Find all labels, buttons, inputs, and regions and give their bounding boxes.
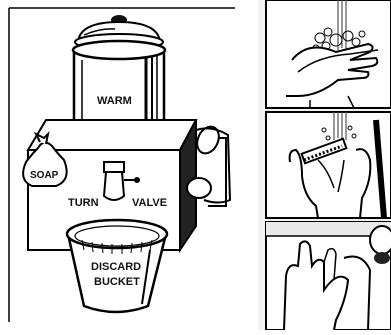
- scrub-nails-panel: [266, 112, 391, 218]
- valve-label: VALVE: [132, 197, 167, 209]
- bucket-label-line2: BUCKET: [94, 276, 140, 288]
- soap-label: SOAP: [30, 170, 59, 181]
- rinse-hands-panel: [266, 222, 391, 330]
- instruction-panels: [258, 0, 391, 330]
- turn-label: TURN: [68, 197, 99, 209]
- instruction-panels-svg: [258, 0, 391, 330]
- handwashing-station-illustration: SOAP WARM TURN VALVE DISCARD BUCKET: [0, 0, 258, 330]
- bucket-label-line1: DISCARD: [91, 261, 141, 273]
- warm-label: WARM: [97, 95, 132, 107]
- wash-hands-panel: [266, 0, 391, 108]
